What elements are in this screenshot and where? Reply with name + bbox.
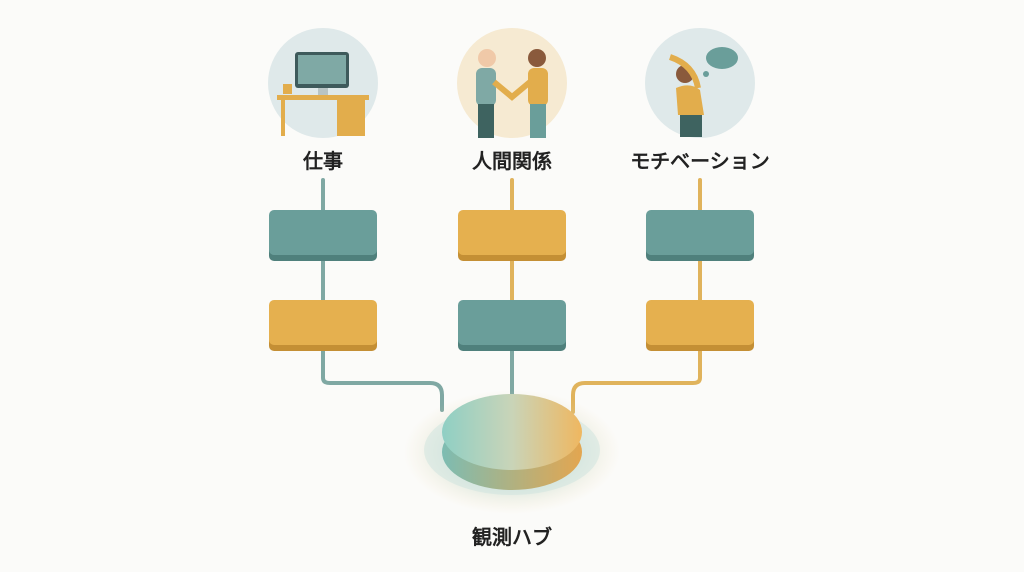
category-0: 仕事 (268, 28, 378, 351)
observation-hub[interactable] (404, 390, 620, 514)
stretching-person-icon (645, 28, 755, 138)
handshake-icon (457, 28, 567, 138)
category-1: 人間関係 (457, 28, 567, 351)
hub-label: 観測ハブ (472, 525, 552, 549)
step-box[interactable] (269, 300, 377, 351)
step-box[interactable] (269, 210, 377, 261)
step-box[interactable] (646, 210, 754, 261)
connector-motivation (571, 178, 702, 414)
connector-work (321, 178, 444, 412)
desk-computer-icon (268, 28, 378, 138)
step-box[interactable] (458, 210, 566, 261)
category-2: モチベーション (630, 28, 770, 351)
step-box[interactable] (458, 300, 566, 351)
category-label: 仕事 (302, 149, 343, 173)
category-label: モチベーション (630, 149, 770, 173)
connectors (321, 178, 702, 414)
step-box[interactable] (646, 300, 754, 351)
category-label: 人間関係 (472, 149, 552, 173)
